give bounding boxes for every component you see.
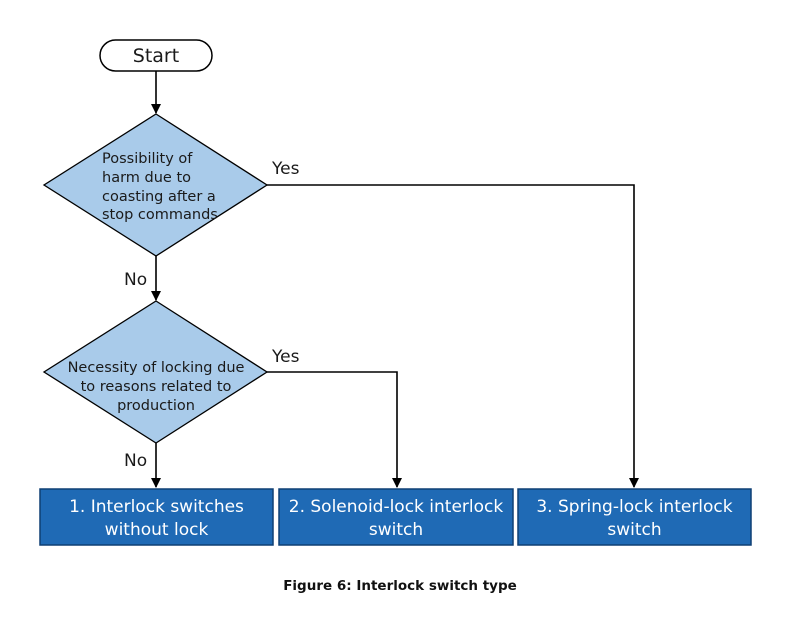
edge-label-d1-yes: Yes — [271, 159, 300, 179]
flowchart: Start Possibility of harm due to coastin… — [39, 39, 752, 546]
decision2-line-3: production — [117, 398, 195, 414]
decision1-line-3: coasting after a — [102, 189, 216, 205]
outcome2-line-1: 2. Solenoid-lock interlock — [289, 497, 504, 517]
outcome3-line-1: 3. Spring-lock interlock — [536, 497, 732, 517]
decision1-line-2: harm due to — [102, 170, 191, 186]
edge-label-d1-no: No — [124, 270, 147, 290]
decision2-line-1: Necessity of locking due — [68, 360, 245, 376]
outcome1-line-1: 1. Interlock switches — [69, 497, 244, 517]
outcome-interlock-without-lock: 1. Interlock switches without lock — [39, 488, 274, 546]
outcome-spring-lock: 3. Spring-lock interlock switch — [517, 488, 752, 546]
decision2-diamond — [42, 300, 269, 444]
edge-label-d2-yes: Yes — [271, 347, 300, 367]
decision1-line-1: Possibility of — [102, 151, 193, 167]
edge-decision2-yes — [267, 371, 402, 488]
edge-label-d2-no: No — [124, 451, 147, 471]
outcome2-line-2: switch — [369, 520, 423, 540]
outcome3-line-2: switch — [607, 520, 661, 540]
decision-harm-coasting: Possibility of harm due to coasting afte… — [42, 113, 269, 257]
edge-decision1-yes — [267, 184, 639, 488]
outcome1-line-2: without lock — [105, 520, 209, 540]
decision-locking-production: Necessity of locking due to reasons rela… — [42, 300, 269, 444]
start-label: Start — [133, 45, 179, 67]
decision2-line-2: to reasons related to — [81, 379, 232, 395]
decision1-diamond — [42, 113, 269, 257]
figure-caption: Figure 6: Interlock switch type — [283, 578, 517, 594]
outcome-solenoid-lock: 2. Solenoid-lock interlock switch — [278, 488, 514, 546]
connectors — [151, 71, 639, 488]
decision1-line-4: stop commands — [102, 207, 218, 223]
start-node: Start — [99, 39, 213, 72]
